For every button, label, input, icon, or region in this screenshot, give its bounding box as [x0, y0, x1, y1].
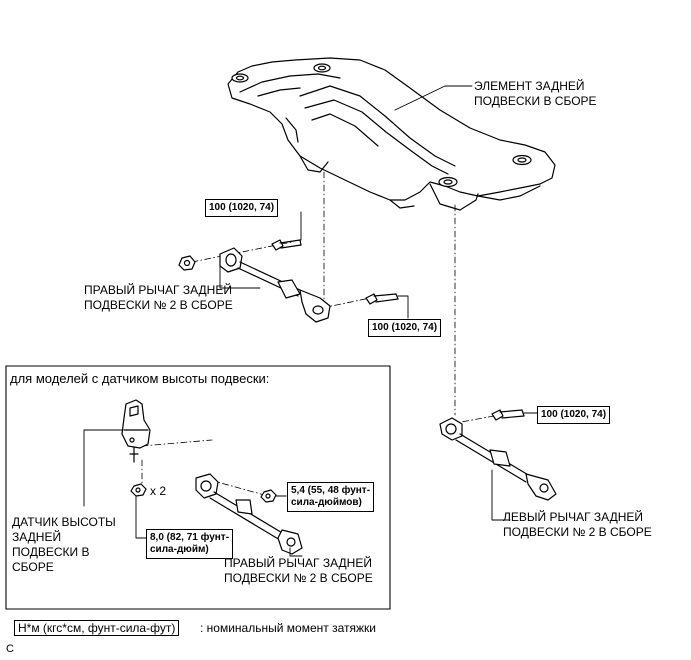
torque-box-sensor-nut-line-2: сила-дюйм) [150, 544, 209, 555]
legend-description: : номинальный момент затяжки [200, 621, 376, 635]
inset-right-arm-label: ПРАВЫЙ РЫЧАГ ЗАДНЕЙ ПОДВЕСКИ № 2 В СБОРЕ [224, 556, 373, 586]
torque-box-left-arm: 100 (1020, 74) [537, 406, 611, 424]
inset-arm-drawing [195, 473, 303, 555]
corner-code: C [6, 643, 14, 655]
inset-title: для моделей с датчиком высоты подвески: [10, 371, 270, 386]
sensor-label-line-2: ЗАДНЕЙ [12, 530, 62, 544]
sensor-label-line-4: СБОРЕ [12, 560, 54, 574]
sensor-label: ДАТЧИК ВЫСОТЫ ЗАДНЕЙ ПОДВЕСКИ В СБОРЕ [12, 515, 116, 575]
height-sensor-drawing [121, 399, 151, 463]
left-arm-drawing [439, 417, 557, 501]
right-arm-label-line-1: ПРАВЫЙ РЫЧАГ ЗАДНЕЙ [84, 283, 232, 297]
torque-box-right-arm-inner: 100 (1020, 74) [205, 199, 279, 217]
sensor-label-line-3: ПОДВЕСКИ В [12, 545, 90, 559]
right-arm-bolt-drawing [271, 211, 302, 251]
torque-box-sensor-link: 5,4 (55, 48 фунт- сила-дюймов) [287, 482, 375, 512]
legend-torque-unit: Н*м (кгс*см, фунт-сила-фут) [14, 620, 180, 636]
inset-frame [5, 365, 391, 610]
member-label-line-2: ПОДВЕСКИ В СБОРЕ [474, 94, 597, 108]
member-label: ЭЛЕМЕНТ ЗАДНЕЙ ПОДВЕСКИ В СБОРЕ [474, 79, 597, 109]
torque-box-sensor-link-line-1: 5,4 (55, 48 фунт- [291, 485, 371, 496]
torque-box-right-arm-outer: 100 (1020, 74) [368, 319, 442, 337]
torque-box-sensor-link-line-2: сила-дюймов) [291, 497, 362, 508]
right-arm-nut-drawing [178, 255, 196, 271]
nut-quantity: x 2 [150, 484, 167, 498]
inset-right-arm-label-line-2: ПОДВЕСКИ № 2 В СБОРЕ [224, 571, 373, 585]
left-arm-label: ЛЕВЫЙ РЫЧАГ ЗАДНЕЙ ПОДВЕСКИ № 2 В СБОРЕ [503, 510, 652, 540]
left-arm-bolt-drawing [491, 409, 538, 421]
right-arm-drawing [219, 247, 331, 323]
right-arm-label-line-2: ПОДВЕСКИ № 2 В СБОРЕ [84, 298, 233, 312]
inset-right-arm-label-line-1: ПРАВЫЙ РЫЧАГ ЗАДНЕЙ [224, 556, 372, 570]
suspension-member-drawing [227, 57, 556, 211]
sensor-nut-drawing [130, 483, 147, 497]
member-label-line-1: ЭЛЕМЕНТ ЗАДНЕЙ [474, 79, 585, 93]
right-arm-label: ПРАВЫЙ РЫЧАГ ЗАДНЕЙ ПОДВЕСКИ № 2 В СБОРЕ [84, 283, 233, 313]
torque-box-sensor-nut: 8,0 (82, 71 фунт- сила-дюйм) [146, 529, 234, 559]
torque-box-sensor-nut-line-1: 8,0 (82, 71 фунт- [150, 532, 230, 543]
inset-small-nut-drawing [260, 489, 287, 503]
left-arm-label-line-1: ЛЕВЫЙ РЫЧАГ ЗАДНЕЙ [503, 510, 643, 524]
sensor-label-line-1: ДАТЧИК ВЫСОТЫ [12, 515, 116, 529]
right-arm-outer-bolt-drawing [365, 293, 409, 319]
left-arm-label-line-2: ПОДВЕСКИ № 2 В СБОРЕ [503, 525, 652, 539]
